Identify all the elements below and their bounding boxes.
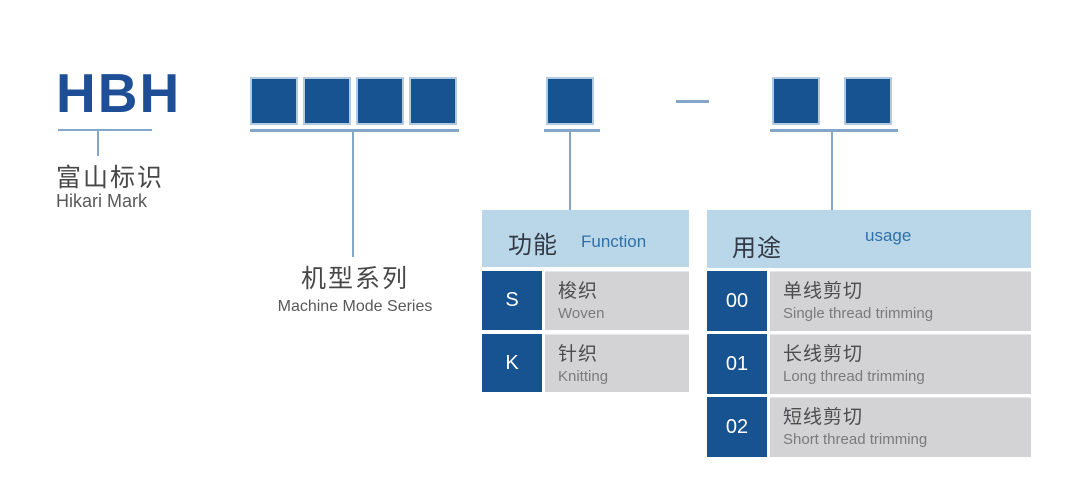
table-row: 00 单线剪切 Single thread trimming	[707, 271, 1031, 331]
brand-connector-tick	[97, 131, 99, 156]
series-label-en: Machine Mode Series	[277, 298, 433, 315]
function-table: 功能 Function S 梭织 Woven K 针织 Knitting	[482, 210, 689, 392]
row-name-en: Short thread trimming	[783, 431, 928, 448]
usage-underline	[770, 129, 898, 132]
row-code: 02	[707, 397, 767, 457]
usage-code-box	[772, 77, 820, 125]
function-table-header: 功能 Function	[482, 210, 689, 267]
row-description: 长线剪切 Long thread trimming	[770, 334, 1031, 394]
function-header-en: Function	[581, 232, 647, 251]
function-header-zh: 功能	[508, 232, 558, 259]
row-description: 针织 Knitting	[545, 334, 689, 392]
usage-code-box	[844, 77, 892, 125]
row-name-en: Long thread trimming	[783, 368, 925, 385]
row-name-zh: 长线剪切	[783, 344, 864, 365]
series-code-box	[409, 77, 457, 125]
table-row: 02 短线剪切 Short thread trimming	[707, 397, 1031, 457]
row-name-zh: 梭织	[558, 281, 599, 302]
brand-underline	[58, 129, 152, 131]
row-code: K	[482, 334, 542, 392]
usage-table: 用途 usage 00 单线剪切 Single thread trimming …	[707, 210, 1031, 457]
series-code-box	[303, 77, 351, 125]
row-code: 01	[707, 334, 767, 394]
table-row: 01 长线剪切 Long thread trimming	[707, 334, 1031, 394]
table-row: S 梭织 Woven	[482, 271, 689, 330]
brand-name-zh: 富山标识	[56, 164, 165, 192]
dash-separator	[676, 100, 709, 103]
brand-name-en: Hikari Mark	[56, 191, 148, 211]
function-underline	[544, 129, 600, 132]
series-label: 机型系列 Machine Mode Series	[245, 259, 465, 316]
row-description: 单线剪切 Single thread trimming	[770, 271, 1031, 331]
series-connector-line	[352, 132, 354, 257]
function-connector-line	[569, 132, 571, 210]
row-description: 梭织 Woven	[545, 271, 689, 330]
row-name-en: Knitting	[558, 368, 609, 385]
row-name-en: Single thread trimming	[783, 305, 934, 322]
row-name-zh: 单线剪切	[783, 281, 864, 302]
brand-code: HBH	[56, 62, 182, 124]
usage-table-header: 用途 usage	[707, 210, 1031, 268]
series-label-zh: 机型系列	[300, 265, 409, 293]
row-code: 00	[707, 271, 767, 331]
usage-header-zh: 用途	[732, 235, 782, 262]
series-code-box	[250, 77, 298, 125]
row-code: S	[482, 271, 542, 330]
usage-connector-line	[831, 132, 833, 210]
series-code-box	[356, 77, 404, 125]
series-underline	[250, 129, 459, 132]
usage-header-en: usage	[865, 226, 912, 245]
row-description: 短线剪切 Short thread trimming	[770, 397, 1031, 457]
row-name-en: Woven	[558, 305, 605, 322]
row-name-zh: 针织	[558, 344, 599, 365]
row-name-zh: 短线剪切	[783, 407, 864, 428]
table-row: K 针织 Knitting	[482, 334, 689, 392]
function-code-box	[546, 77, 594, 125]
